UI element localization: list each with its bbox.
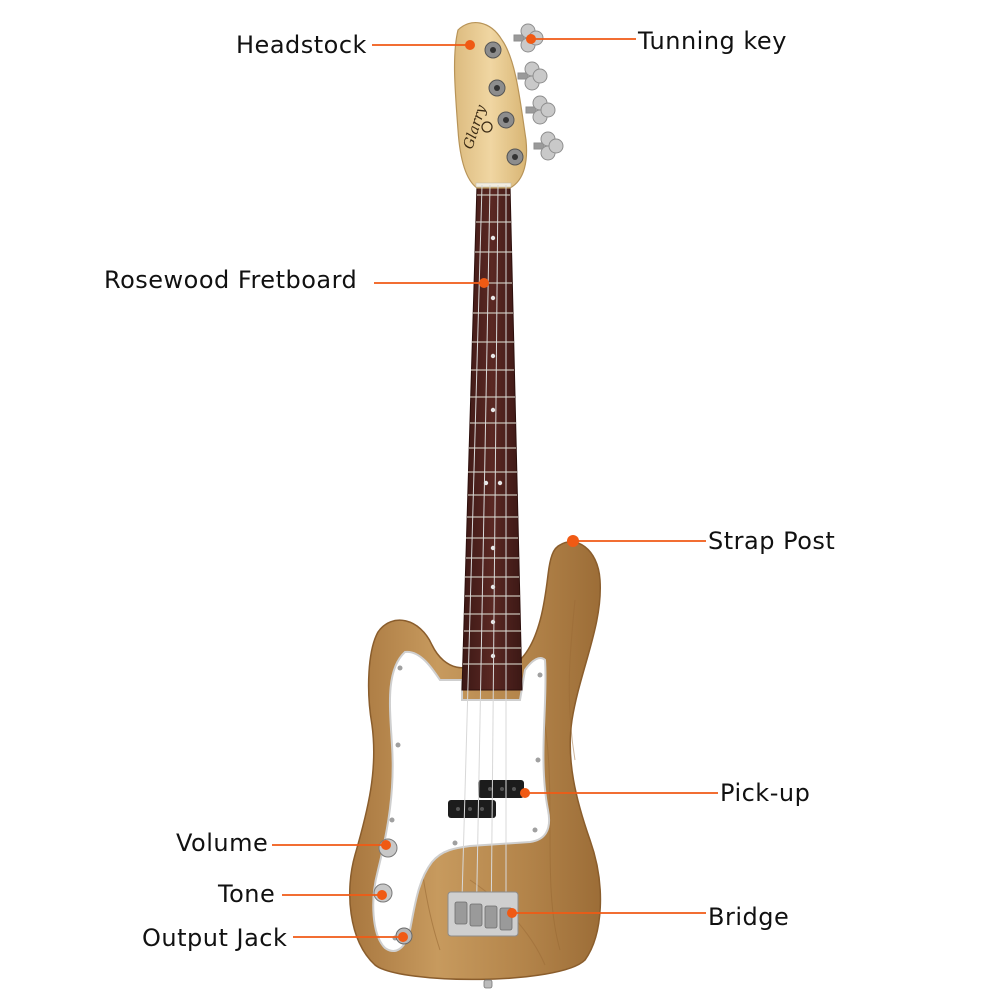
tuning-keys — [513, 23, 564, 161]
label-strap-post: Strap Post — [708, 527, 836, 555]
strings — [460, 184, 507, 936]
callout-lines — [272, 38, 718, 938]
label-rosewood-fretboard: Rosewood Fretboard — [104, 266, 358, 294]
pickup-assembly — [448, 780, 524, 818]
label-output-jack: Output Jack — [142, 924, 288, 952]
label-bridge: Bridge — [708, 903, 790, 931]
callout-dots — [377, 34, 579, 942]
label-headstock: Headstock — [236, 31, 367, 59]
label-pick-up: Pick-up — [720, 779, 811, 807]
headstock-shape — [453, 22, 528, 189]
label-volume: Volume — [176, 829, 269, 857]
label-tone: Tone — [218, 880, 276, 908]
label-tuning-key: Tunning key — [638, 27, 787, 55]
